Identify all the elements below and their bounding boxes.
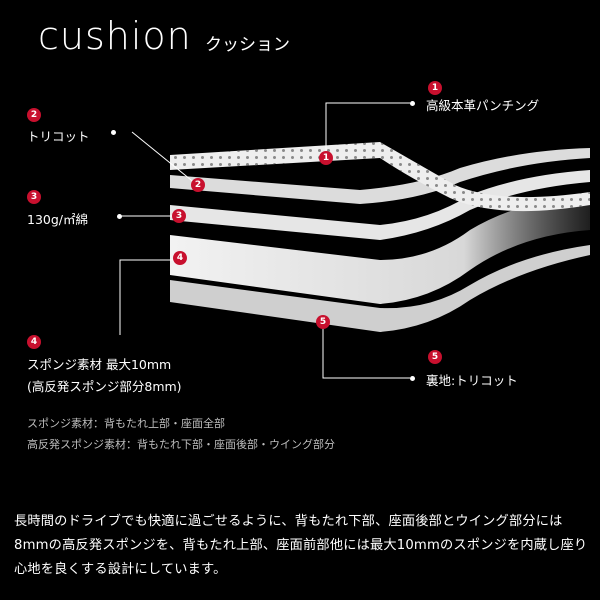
note-high-resilience-sponge: 高反発スポンジ素材：背もたれ下部・座面後部・ウイング部分 <box>27 438 335 451</box>
layer-4-badge: 4 <box>27 335 41 349</box>
badge-on-layer-2: 2 <box>191 178 205 192</box>
layer-3-badge: 3 <box>27 190 41 204</box>
layer-2-badge: 2 <box>27 108 41 122</box>
layer-1-label: 高級本革パンチング <box>426 98 540 113</box>
layer-4-label: スポンジ素材 最大10mm <box>27 357 172 372</box>
layer-stack-illustration <box>119 102 590 379</box>
layer-2-tricot <box>170 148 590 204</box>
product-description: 長時間のドライブでも快適に過ごせるように、背もたれ下部、座面後部とウイング部分に… <box>14 514 588 577</box>
layer-2-label: トリコット <box>27 129 90 144</box>
layer-3-cotton <box>170 170 590 240</box>
title-japanese: クッション <box>205 35 290 55</box>
layer-2-pointer-dot <box>111 130 116 135</box>
layer-4-sublabel: (高反発スポンジ部分8mm) <box>27 379 182 394</box>
title-english: cushion <box>38 14 192 58</box>
layer-5-label: 裏地:トリコット <box>426 373 518 388</box>
badge-on-layer-5: 5 <box>316 315 330 329</box>
layer-diagram: 1 2 3 4 5 1 高級本革パンチング 2 トリコット 3 130g/㎡綿 … <box>0 70 600 490</box>
layer-1-pointer-dot <box>410 101 415 106</box>
layer-4-sponge <box>170 195 590 304</box>
badge-on-layer-1: 1 <box>319 151 333 165</box>
badge-on-layer-3: 3 <box>172 209 186 223</box>
layer-1-badge: 1 <box>428 81 442 95</box>
layer-5-lining <box>170 245 590 332</box>
badge-on-layer-4: 4 <box>173 251 187 265</box>
layer-3-pointer-dot <box>117 214 122 219</box>
note-sponge-material: スポンジ素材：背もたれ上部・座面全部 <box>27 417 225 430</box>
layer-5-pointer-dot <box>410 376 415 381</box>
layer-5-badge: 5 <box>428 350 442 364</box>
layer-3-label: 130g/㎡綿 <box>27 212 89 227</box>
